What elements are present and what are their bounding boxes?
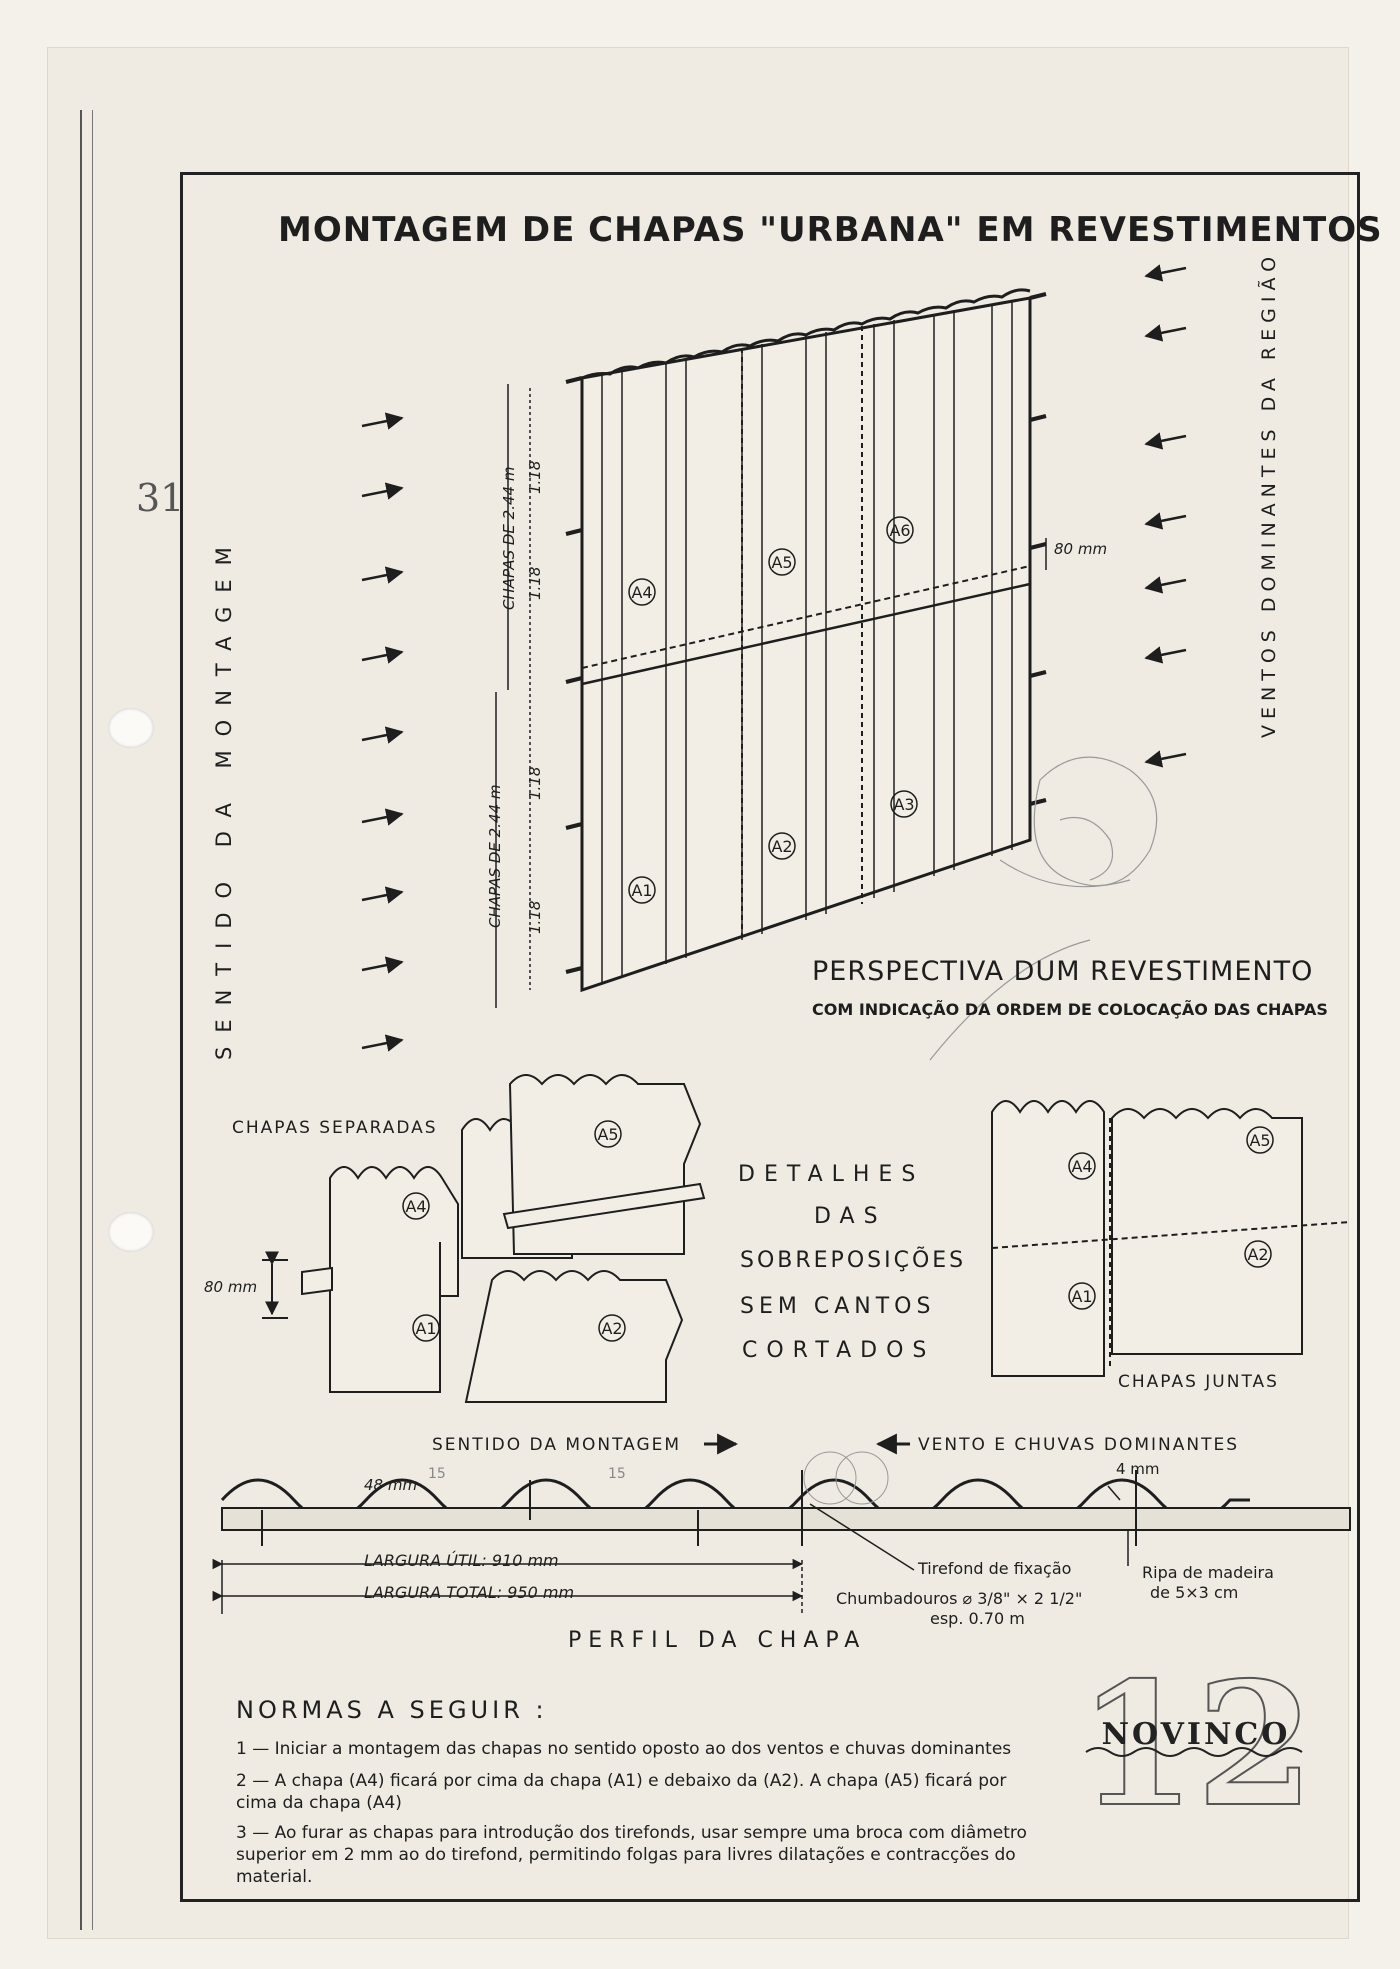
dim-lower-half-1: 1.18	[526, 767, 544, 800]
sheet-a6-label: A6	[889, 521, 910, 540]
profile-caption: PERFIL DA CHAPA	[568, 1628, 867, 1653]
sheet-a3-label: A3	[893, 795, 914, 814]
rule-2-num: 2 —	[236, 1771, 270, 1791]
pencil-mark-1: 15	[428, 1466, 446, 1482]
sheet-a6-marker	[886, 516, 914, 544]
sheet-a1-label: A1	[631, 881, 652, 900]
rule-2-text: A chapa (A4) ficará por cima da chapa (A…	[236, 1771, 1007, 1813]
pencil-mark-2: 15	[608, 1466, 626, 1482]
details-line-4: SEM CANTOS	[740, 1294, 936, 1319]
sheet-a1-marker	[628, 876, 656, 904]
sheet-a4-marker	[628, 578, 656, 606]
rule-1: 1 — Iniciar a montagem das chapas no sen…	[236, 1738, 1036, 1760]
largura-util: LARGURA ÚTIL: 910 mm	[364, 1551, 559, 1570]
details-line-2: DAS	[814, 1204, 887, 1229]
detail-a1-marker	[412, 1314, 440, 1342]
largura-total: LARGURA TOTAL: 950 mm	[364, 1583, 574, 1602]
wind-arrows-left	[361, 412, 404, 1052]
joined-a5-label: A5	[1249, 1131, 1270, 1150]
perspective-subtitle: COM INDICAÇÃO DA ORDEM DE COLOCAÇÃO DAS …	[812, 1000, 1328, 1019]
label-joined: CHAPAS JUNTAS	[1118, 1372, 1279, 1392]
ripa-label-1: Ripa de madeira	[1142, 1563, 1274, 1582]
dim-upper-half-1: 1.18	[526, 461, 544, 494]
perspective-dimensions: CHAPAS DE 2.44 m 1.18 1.18 CHAPAS DE 2.4…	[486, 461, 1107, 934]
normas-heading: NORMAS A SEGUIR :	[236, 1696, 548, 1724]
joined-a4-marker	[1068, 1152, 1096, 1180]
sheet-a5-marker	[768, 548, 796, 576]
novinco-logo: 12 NOVINCO	[1077, 1644, 1316, 1846]
tirefond-label: Tirefond de fixação	[917, 1559, 1071, 1578]
crest-height: 48 mm	[364, 1476, 417, 1494]
perspective-title: PERSPECTIVA DUM REVESTIMENTO	[812, 956, 1314, 987]
binding-line	[80, 110, 82, 1930]
sheet-a4-label: A4	[631, 583, 652, 602]
dim-overlap: 80 mm	[1054, 540, 1107, 558]
detail-a2-label: A2	[601, 1319, 622, 1338]
drawing-frame	[180, 172, 1360, 1902]
perspective-cladding	[495, 288, 1047, 1008]
joined-a4-label: A4	[1071, 1157, 1092, 1176]
ripa-label-2: de 5×3 cm	[1150, 1583, 1238, 1602]
logo-brand: NOVINCO	[1102, 1717, 1291, 1752]
details-line-1: DETALHES	[738, 1162, 925, 1187]
dir-montagem: SENTIDO DA MONTAGEM	[432, 1435, 681, 1455]
joined-a2-label: A2	[1247, 1245, 1268, 1264]
profile-text: SENTIDO DA MONTAGEM VENTO E CHUVAS DOMIN…	[364, 1435, 1274, 1628]
joined-a2-marker	[1244, 1240, 1272, 1268]
rule-2: 2 — A chapa (A4) ficará por cima da chap…	[236, 1770, 1036, 1814]
detail-a4-marker	[402, 1192, 430, 1220]
details-line-5: CORTADOS	[742, 1338, 936, 1363]
chumbadouros-label: Chumbadouros ⌀ 3/8" × 2 1/2"	[836, 1589, 1082, 1608]
sheet-a3-marker	[890, 790, 918, 818]
joined-a5-marker	[1246, 1126, 1274, 1154]
sheet-a5-label: A5	[771, 553, 792, 572]
detail-a2-marker	[598, 1314, 626, 1342]
detail-a4-label: A4	[405, 1197, 426, 1216]
detail-a5-marker	[594, 1120, 622, 1148]
profile-section	[212, 1433, 1351, 1614]
sheet-thickness: 4 mm	[1116, 1460, 1160, 1478]
esp-label: esp. 0.70 m	[930, 1609, 1025, 1628]
binding-line-inner	[92, 110, 93, 1930]
detail-joined	[991, 1100, 1351, 1377]
detail-a1-label: A1	[415, 1319, 436, 1338]
sheet-a2-marker	[768, 832, 796, 860]
joined-a1-label: A1	[1071, 1287, 1092, 1306]
rule-1-num: 1 —	[236, 1739, 270, 1759]
dir-vento: VENTO E CHUVAS DOMINANTES	[918, 1435, 1239, 1455]
dim-lower-half-2: 1.18	[526, 901, 544, 934]
rule-3-text: Ao furar as chapas para introdução dos t…	[236, 1823, 1027, 1887]
page-title: MONTAGEM DE CHAPAS "URBANA" EM REVESTIME…	[278, 210, 1383, 250]
dim-lower: CHAPAS DE 2.44 m	[486, 785, 504, 928]
detail-separated	[262, 1074, 706, 1403]
dim-upper: CHAPAS DE 2.44 m	[500, 467, 518, 610]
rule-1-text: Iniciar a montagem das chapas no sentido…	[274, 1739, 1012, 1759]
sheet-labels: A1 A2 A3 A4 A5 A6	[628, 516, 918, 904]
punch-hole-top	[108, 708, 154, 748]
dim-upper-half-2: 1.18	[526, 567, 544, 600]
detail-a5-label: A5	[597, 1125, 618, 1144]
wind-arrows-right	[1144, 264, 1187, 768]
logo-number: 12	[1080, 1660, 1312, 1820]
sheet-a2-label: A2	[771, 837, 792, 856]
margin-number: 31	[136, 476, 185, 520]
rule-3-num: 3 —	[236, 1823, 270, 1843]
detail-sheet-labels: A4 A1 A5 A2 A4 A1 A5 A2	[402, 1120, 1274, 1342]
rule-3: 3 — Ao furar as chapas para introdução d…	[236, 1822, 1036, 1888]
label-separated: CHAPAS SEPARADAS	[232, 1118, 438, 1138]
pencil-sketch	[929, 756, 1158, 1061]
details-line-3: SOBREPOSIÇÕES	[740, 1248, 967, 1273]
joined-a1-marker	[1068, 1282, 1096, 1310]
detail-overlap: 80 mm	[204, 1278, 258, 1296]
punch-hole-bottom	[108, 1212, 154, 1252]
